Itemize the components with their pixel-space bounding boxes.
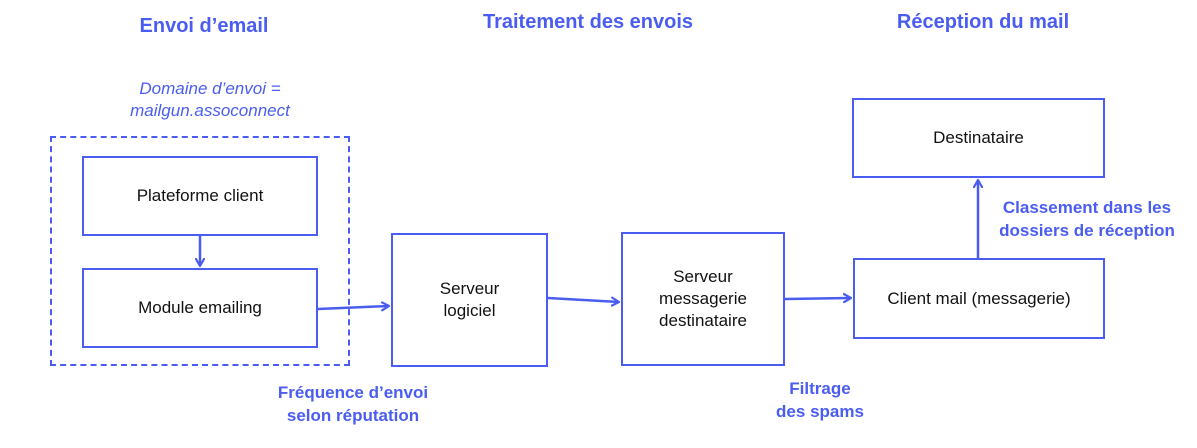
edge-label-frequency: Fréquence d’envoi selon réputation — [238, 381, 468, 427]
node-recipient-mail-server: Serveur messagerie destinataire — [621, 232, 785, 366]
node-recipient-mail-server-line2: messagerie — [659, 289, 747, 308]
edge-label-spam-filter-line2: des spams — [776, 402, 864, 421]
node-software-server-line1: Serveur — [439, 279, 500, 298]
heading-reception: Réception du mail — [896, 11, 1070, 33]
node-mail-client-label: Client mail (messagerie) — [887, 288, 1071, 308]
node-emailing-module: Module emailing — [82, 268, 318, 348]
heading-processing: Traitement des envois — [482, 11, 694, 33]
node-recipient: Destinataire — [852, 98, 1105, 178]
node-emailing-module-label: Module emailing — [138, 298, 262, 317]
sending-domain-note: Domaine d’envoi = mailgun.assoconnect — [90, 78, 330, 122]
edge-label-frequency-line1: Fréquence d’envoi — [277, 383, 429, 402]
sending-domain-group — [50, 136, 350, 366]
sending-domain-note-line1: Domaine d’envoi = — [139, 79, 281, 98]
edge-label-classification: Classement dans les dossiers de réceptio… — [982, 196, 1192, 242]
node-software-server: Serveur logiciel — [391, 233, 548, 367]
sending-domain-note-line2: mailgun.assoconnect — [130, 101, 290, 120]
node-client-platform-label: Plateforme client — [136, 186, 264, 205]
arrow-software-to-mail-server — [547, 298, 619, 302]
arrow-mail-server-to-client — [784, 298, 851, 299]
edge-label-spam-filter-line1: Filtrage — [789, 379, 851, 398]
node-recipient-label: Destinataire — [933, 128, 1024, 147]
node-client-platform: Plateforme client — [82, 156, 318, 236]
node-recipient-mail-server-line1: Serveur — [673, 267, 733, 286]
arrow-module-to-software-server — [317, 306, 389, 309]
node-software-server-line2: logiciel — [443, 301, 496, 320]
edge-label-classification-line1: Classement dans les — [1002, 198, 1172, 217]
edge-label-frequency-line2: selon réputation — [286, 406, 420, 425]
node-recipient-mail-server-line3: destinataire — [659, 311, 747, 330]
node-mail-client: Client mail (messagerie) — [853, 258, 1105, 339]
edge-label-spam-filter: Filtrage des spams — [755, 377, 885, 423]
edge-label-classification-line2: dossiers de réception — [999, 221, 1175, 240]
heading-sending: Envoi d’email — [139, 15, 269, 37]
